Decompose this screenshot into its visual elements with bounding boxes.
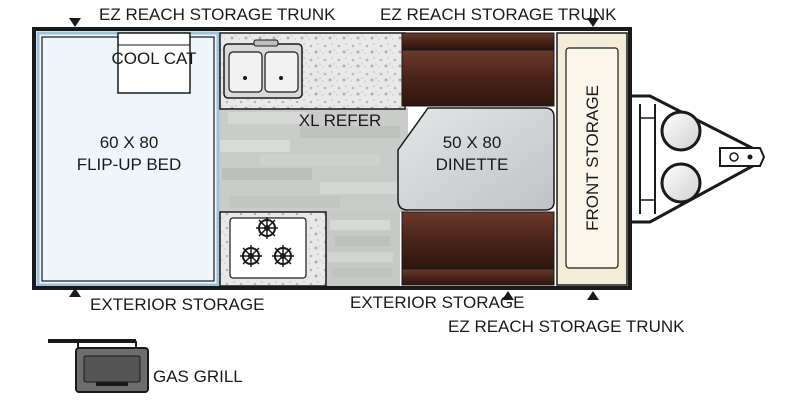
stove-burners bbox=[240, 217, 294, 267]
label-bed-size: 60 X 80 bbox=[100, 133, 159, 152]
dinette-table bbox=[397, 107, 555, 211]
propane-tanks bbox=[660, 110, 702, 204]
sink bbox=[223, 39, 303, 99]
trunk-marker-bottom-right bbox=[587, 291, 599, 300]
dinette-cushions bbox=[401, 32, 555, 286]
label-ez-trunk-top-right: EZ REACH STORAGE TRUNK bbox=[380, 5, 617, 24]
storage-marker-bottom-left bbox=[69, 288, 81, 297]
trunk-marker-top-left bbox=[69, 18, 81, 27]
label-cool-cat: COOL CAT bbox=[111, 49, 196, 68]
label-exterior-storage-left: EXTERIOR STORAGE bbox=[90, 295, 264, 314]
label-gas-grill: GAS GRILL bbox=[153, 367, 243, 386]
cool-cat-unit bbox=[117, 32, 191, 94]
storage-marker-bottom-middle bbox=[502, 291, 514, 300]
label-ez-trunk-top-left: EZ REACH STORAGE TRUNK bbox=[99, 5, 336, 24]
front-storage bbox=[556, 32, 628, 286]
label-front-storage: FRONT STORAGE bbox=[583, 85, 602, 231]
label-refer: XL REFER bbox=[299, 111, 382, 130]
label-ez-trunk-bottom: EZ REACH STORAGE TRUNK bbox=[448, 317, 685, 336]
label-dinette-type: DINETTE bbox=[436, 155, 509, 174]
label-dinette-size: 50 X 80 bbox=[443, 133, 502, 152]
trunk-marker-top-right bbox=[587, 18, 599, 27]
label-exterior-storage-middle: EXTERIOR STORAGE bbox=[350, 293, 524, 312]
floor-planks bbox=[218, 108, 408, 286]
label-bed-type: FLIP-UP BED bbox=[77, 155, 182, 174]
gas-grill bbox=[48, 339, 149, 393]
trailer-hitch bbox=[628, 94, 766, 224]
